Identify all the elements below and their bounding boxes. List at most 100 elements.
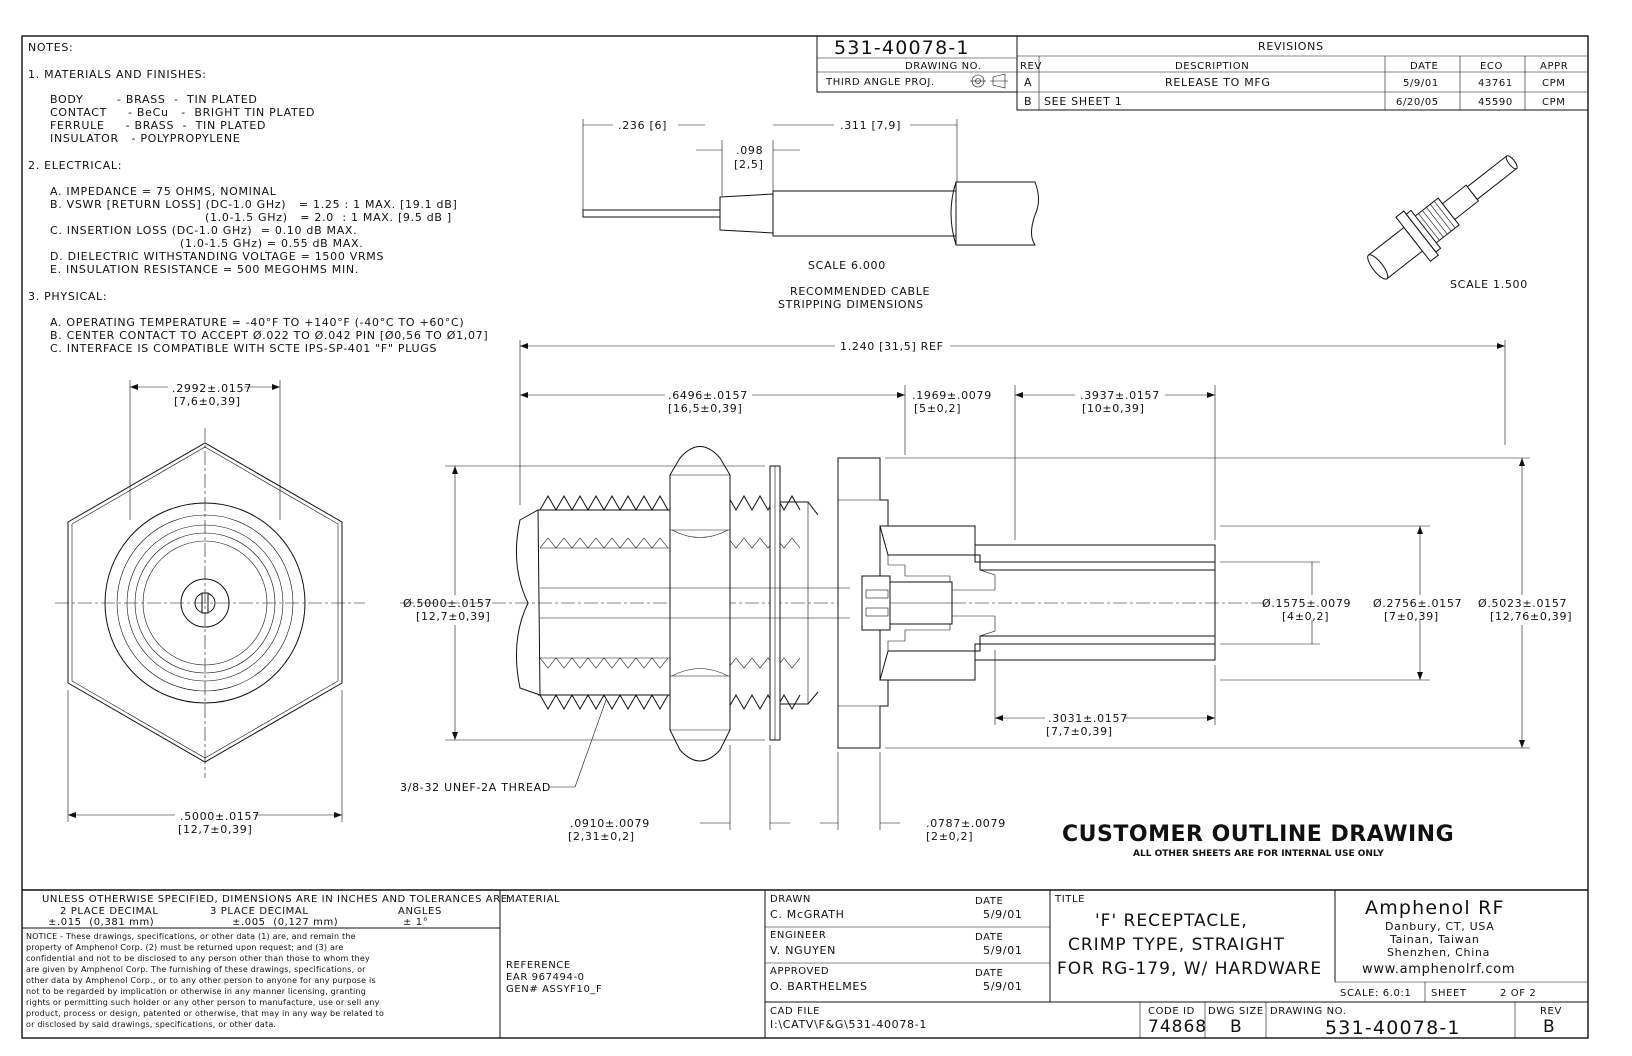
section-dim: [2±0,2] [926, 830, 973, 843]
cable-dim-label: .098 [736, 144, 763, 157]
date-label: DATE [975, 932, 1003, 943]
date-label: DATE [975, 896, 1003, 907]
note-line: A. IMPEDANCE = 75 OHMS, NOMINAL [50, 185, 277, 198]
section-dim: [7,7±0,39] [1046, 725, 1113, 738]
section-dia: [12,76±0,39] [1490, 610, 1572, 623]
note-line: A. OPERATING TEMPERATURE = -40°F TO +140… [50, 316, 464, 329]
section-dim: .1969±.0079 [912, 389, 992, 402]
revisions-table: REVISIONS REV DESCRIPTION DATE ECO APPR … [1016, 35, 1589, 111]
approved-date: 5/9/01 [983, 980, 1023, 993]
tol-2place-label: 2 PLACE DECIMAL [60, 906, 159, 917]
drawn-by: C. McGRATH [770, 908, 845, 921]
description-col-header: DESCRIPTION [1175, 61, 1249, 72]
sheet-label: SHEET [1431, 988, 1467, 999]
notes-block: NOTES: 1. MATERIALS AND FINISHES: BODY -… [28, 41, 488, 355]
company-name: Amphenol RF [1365, 897, 1505, 919]
note-line: FERRULE - BRASS - TIN PLATED [50, 119, 266, 132]
section-dia: Ø.1575±.0079 [1262, 597, 1351, 610]
revision-eco: 45590 [1478, 97, 1513, 108]
notice-line: confidential and not to be disclosed to … [26, 954, 370, 963]
notice-line: rights or permitting such holder or any … [26, 998, 380, 1007]
company-city: Tainan, Taiwan [1389, 933, 1480, 946]
note-line: C. INSERTION LOSS (DC-1.0 GHz) = 0.10 dB… [50, 224, 357, 237]
note-line: (1.0-1.5 GHz) = 2.0 : 1 MAX. [9.5 dB ] [205, 211, 452, 224]
part-title: FOR RG-179, W/ HARDWARE [1057, 959, 1322, 979]
overall-length-dim: 1.240 [31,5] REF [840, 340, 944, 353]
header-drawing-number-box: 531-40078-1 DRAWING NO. THIRD ANGLE PROJ… [816, 35, 1018, 93]
tolerance-header: UNLESS OTHERWISE SPECIFIED, DIMENSIONS A… [42, 894, 512, 905]
note-line: BODY - BRASS - TIN PLATED [50, 93, 258, 106]
notice-line: product, process or design, patented or … [26, 1009, 384, 1018]
reference-value: EAR 967494-0 [506, 972, 585, 983]
section-dim: [16,5±0,39] [668, 402, 742, 415]
rev-label: REV [1540, 1006, 1562, 1017]
revision-date: 5/9/01 [1403, 78, 1439, 89]
header-drawing-number: 531-40078-1 [834, 37, 970, 59]
note-line: INSULATOR - POLYPROPYLENE [50, 132, 240, 145]
eco-col-header: ECO [1480, 61, 1503, 72]
note-line: B. VSWR [RETURN LOSS] (DC-1.0 GHz) = 1.2… [50, 198, 457, 211]
revision-eco: 43761 [1478, 78, 1513, 89]
tol-2place-value: ±.015 (0,381 mm) [48, 917, 154, 928]
section-dia-left-mm: [12,7±0,39] [416, 610, 490, 623]
notice-line: not to be regarded by implication or oth… [26, 987, 366, 996]
customer-outline-stamp: CUSTOMER OUTLINE DRAWING [1062, 822, 1454, 847]
title-label: TITLE [1054, 894, 1085, 905]
approved-label: APPROVED [770, 966, 829, 977]
revision-description: SEE SHEET 1 [1044, 95, 1122, 108]
third-angle-proj-label: THIRD ANGLE PROJ. [825, 77, 935, 88]
part-title: 'F' RECEPTACLE, [1095, 911, 1248, 931]
end-view-dim-bottom-mm: [12,7±0,39] [178, 823, 252, 836]
section-dim: .0787±.0079 [926, 817, 1006, 830]
revision-appr: CPM [1542, 78, 1565, 89]
cad-file-label: CAD FILE [770, 1006, 820, 1017]
cable-stripping-detail: .236 [6] .098 [2,5] .311 [7,9] SCALE 6.0… [582, 119, 1039, 311]
end-view-dim-top: .2992±.0157 [172, 382, 252, 395]
drawn-date: 5/9/01 [983, 908, 1023, 921]
note-line: 3. PHYSICAL: [28, 290, 107, 303]
cable-detail-caption: RECOMMENDED CABLE [790, 285, 930, 298]
company-city: Shenzhen, China [1387, 946, 1490, 959]
end-view-dim-bottom: .5000±.0157 [180, 810, 260, 823]
part-title: CRIMP TYPE, STRAIGHT [1068, 935, 1285, 955]
engineer-date: 5/9/01 [983, 944, 1023, 957]
revision-date: 6/20/05 [1396, 97, 1439, 108]
reference-value: GEN# ASSYF10_F [506, 984, 602, 995]
cable-dim-label: [2,5] [734, 158, 764, 171]
notice-line: property of Amphenol Corp. (2) must be r… [26, 943, 344, 952]
tol-3place-label: 3 PLACE DECIMAL [210, 906, 309, 917]
dwg-size-label: DWG SIZE [1208, 1006, 1264, 1017]
drawn-label: DRAWN [770, 894, 811, 905]
revision-description: RELEASE TO MFG [1165, 76, 1271, 89]
notice-line: or disclosed by said drawings, specifica… [26, 1020, 276, 1029]
section-dim: .3937±.0157 [1080, 389, 1160, 402]
appr-col-header: APPR [1540, 61, 1568, 72]
cable-dim-label: .311 [7,9] [840, 119, 901, 132]
revisions-title: REVISIONS [1258, 40, 1324, 53]
end-view-hex: .2992±.0157 [7,6±0,39] .5000±.0157 [12,7… [55, 380, 365, 836]
rev-col-header: REV [1020, 61, 1042, 72]
section-dim: [10±0,39] [1082, 402, 1145, 415]
date-label: DATE [975, 968, 1003, 979]
note-line: (1.0-1.5 GHz) = 0.55 dB MAX. [180, 237, 363, 250]
section-dia: [4±0,2] [1282, 610, 1329, 623]
engineer-label: ENGINEER [770, 930, 826, 941]
approved-by: O. BARTHELMES [770, 980, 868, 993]
drawing-no-label: DRAWING NO. [1270, 1006, 1347, 1017]
notice-line: are given by Amphenol Corp. The furnishi… [26, 965, 366, 974]
title-block: UNLESS OTHERWISE SPECIFIED, DIMENSIONS A… [22, 889, 1588, 1039]
reference-label: REFERENCE [506, 960, 571, 971]
date-col-header: DATE [1410, 61, 1438, 72]
header-drawing-no-label: DRAWING NO. [905, 61, 982, 72]
note-line: B. CENTER CONTACT TO ACCEPT Ø.022 TO Ø.0… [50, 329, 488, 342]
section-view: 1.240 [31,5] REF .6496±.0157 [16,5±0,39]… [400, 340, 1572, 843]
material-label: MATERIAL [506, 894, 560, 905]
rev-value: B [1543, 1017, 1556, 1037]
note-line: CONTACT - BeCu - BRIGHT TIN PLATED [50, 106, 315, 119]
revision-appr: CPM [1542, 97, 1565, 108]
drawing-scale: SCALE: 6.0:1 [1340, 988, 1411, 999]
section-dim: .3031±.0157 [1048, 712, 1128, 725]
cable-detail-scale: SCALE 6.000 [808, 259, 886, 272]
code-id-value: 74868 [1148, 1017, 1207, 1037]
notes-heading: NOTES: [28, 41, 73, 54]
